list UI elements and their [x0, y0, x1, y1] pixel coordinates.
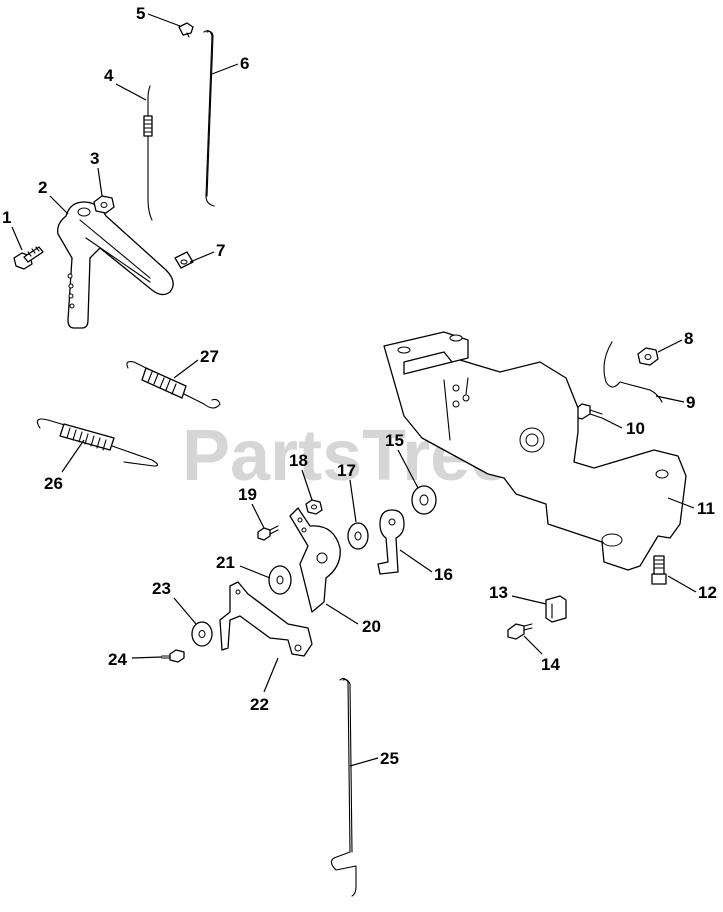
callout-11[interactable]: 11 [667, 497, 715, 518]
part-26-spring[interactable] [36, 418, 159, 467]
callout-5[interactable]: 5 [136, 4, 181, 27]
part-25-rod[interactable] [330, 677, 357, 897]
part-8-nut[interactable] [637, 347, 659, 366]
callout-number: 13 [489, 583, 508, 602]
callout-number: 4 [104, 66, 114, 85]
callout-10[interactable]: 10 [601, 417, 645, 438]
callout-21[interactable]: 21 [216, 553, 271, 579]
part-22-control-bracket[interactable] [219, 581, 313, 657]
callout-20[interactable]: 20 [325, 603, 381, 636]
callout-number: 2 [38, 178, 47, 197]
callout-1[interactable]: 1 [2, 208, 23, 251]
callout-18[interactable]: 18 [289, 451, 313, 501]
callout-number: 10 [626, 419, 645, 438]
callout-number: 22 [250, 695, 269, 714]
callout-12[interactable]: 12 [667, 575, 717, 602]
callout-number: 7 [216, 241, 225, 260]
callout-3[interactable]: 3 [90, 149, 103, 197]
callout-27[interactable]: 27 [173, 347, 219, 379]
callout-number: 27 [200, 347, 219, 366]
part-21-washer[interactable] [268, 565, 292, 595]
part-27-spring[interactable] [126, 361, 221, 409]
callout-number: 8 [684, 329, 693, 348]
callout-19[interactable]: 19 [238, 485, 265, 529]
callout-number: 20 [362, 617, 381, 636]
part-2-lever-bracket[interactable] [57, 201, 174, 329]
callout-number: 1 [2, 208, 11, 227]
callout-number: 5 [136, 4, 145, 23]
callout-number: 11 [697, 499, 715, 518]
callout-14[interactable]: 14 [523, 635, 560, 674]
part-23-washer[interactable] [191, 621, 213, 647]
part-20-linkage-lever[interactable] [289, 507, 341, 613]
callout-number: 15 [385, 431, 404, 450]
callout-number: 18 [289, 451, 308, 470]
part-9-spring-wire[interactable] [603, 341, 663, 403]
callout-17[interactable]: 17 [337, 461, 357, 523]
part-18-nut[interactable] [305, 499, 323, 515]
callout-number: 24 [108, 650, 127, 669]
callouts: 1 2 3 4 5 6 7 8 [2, 4, 717, 768]
part-19-screw[interactable] [257, 525, 279, 541]
part-15-washer[interactable] [411, 485, 437, 515]
callout-22[interactable]: 22 [250, 657, 279, 714]
part-14-screw[interactable] [507, 623, 533, 640]
callout-number: 19 [238, 485, 257, 504]
part-5-screw[interactable] [178, 22, 194, 38]
callout-number: 12 [698, 583, 717, 602]
part-7-clip[interactable] [174, 251, 194, 269]
callout-6[interactable]: 6 [211, 54, 249, 75]
part-6-rod[interactable] [203, 30, 215, 207]
callout-number: 6 [240, 54, 249, 73]
callout-25[interactable]: 25 [349, 749, 399, 768]
callout-number: 3 [90, 149, 99, 168]
callout-15[interactable]: 15 [385, 431, 419, 489]
part-12-bolt[interactable] [651, 555, 667, 585]
part-24-screw[interactable] [161, 649, 185, 663]
callout-number: 26 [44, 474, 63, 493]
callout-number: 25 [380, 749, 399, 768]
callout-number: 17 [337, 461, 356, 480]
part-17-washer[interactable] [347, 522, 369, 550]
callout-23[interactable]: 23 [152, 579, 197, 625]
callout-number: 23 [152, 579, 171, 598]
callout-24[interactable]: 24 [108, 650, 163, 669]
part-13-clip[interactable] [545, 595, 567, 623]
callout-16[interactable]: 16 [399, 549, 453, 584]
callout-2[interactable]: 2 [38, 178, 69, 215]
callout-number: 21 [216, 553, 235, 572]
callout-4[interactable]: 4 [104, 66, 147, 101]
callout-number: 14 [541, 655, 560, 674]
callout-number: 16 [434, 565, 453, 584]
callout-26[interactable]: 26 [44, 439, 85, 493]
callout-9[interactable]: 9 [655, 393, 695, 412]
callout-number: 9 [686, 393, 695, 412]
part-16-throttle-lever[interactable] [377, 509, 405, 575]
part-1-bolt[interactable] [13, 246, 44, 270]
part-11-main-bracket[interactable] [383, 331, 687, 571]
callout-8[interactable]: 8 [657, 329, 693, 353]
callout-7[interactable]: 7 [189, 241, 225, 263]
part-3-nut[interactable] [93, 195, 115, 214]
part-4-rod[interactable] [143, 85, 153, 221]
callout-13[interactable]: 13 [489, 583, 547, 605]
